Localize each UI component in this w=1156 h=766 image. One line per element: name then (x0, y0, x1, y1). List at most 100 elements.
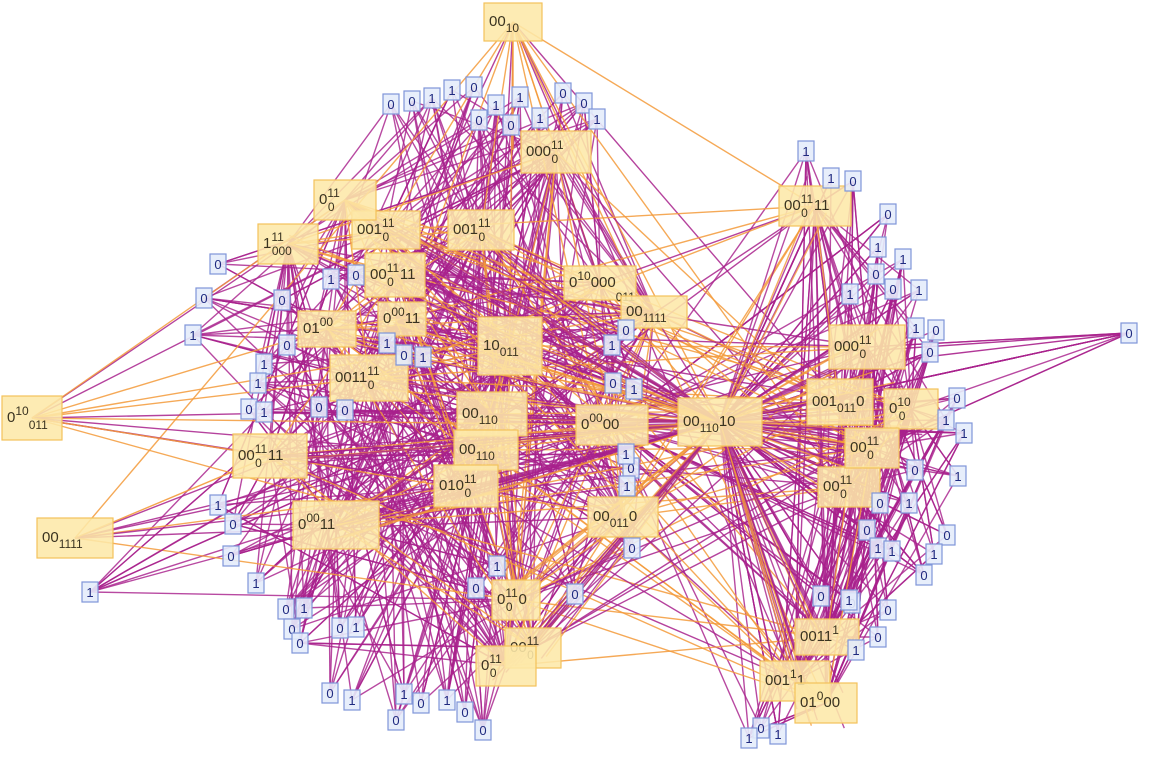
node-y22[interactable]: 00011 (292, 500, 380, 550)
node-bit[interactable]: 0 (240, 398, 258, 420)
node-bit[interactable]: 1 (949, 465, 967, 487)
node-bit[interactable]: 1 (184, 324, 202, 346)
node-y21[interactable]: 000110 (587, 496, 659, 538)
node-bit[interactable]: 1 (618, 475, 636, 497)
node-bit[interactable]: 1 (910, 279, 928, 301)
node-bit[interactable]: 0 (617, 319, 635, 341)
node-bit[interactable]: 0 (869, 626, 887, 648)
node-bit[interactable]: 0 (195, 287, 213, 309)
node-y14[interactable]: 00110 (453, 429, 519, 471)
node-bit[interactable]: 0 (867, 263, 885, 285)
node-bit[interactable]: 0 (321, 682, 339, 704)
node-bit[interactable]: 1 (937, 409, 955, 431)
node-y33[interactable]: 01000 (794, 682, 858, 724)
node-y15[interactable]: 00000 (575, 404, 649, 446)
node-y8[interactable]: 0100 (297, 310, 357, 348)
node-bit[interactable]: 1 (322, 268, 340, 290)
node-bit[interactable]: 0 (467, 577, 485, 599)
node-bit[interactable]: 1 (840, 589, 858, 611)
node-y16[interactable]: 0011010 (677, 397, 763, 447)
node-bit[interactable]: 0 (871, 492, 889, 514)
node-bit[interactable]: 0 (277, 598, 295, 620)
node-bit[interactable]: 1 (625, 378, 643, 400)
node-bit[interactable]: 0 (554, 82, 572, 104)
node-y12[interactable]: 10011 (477, 316, 543, 376)
node-bit[interactable]: 1 (378, 332, 396, 354)
node-bit[interactable]: 0 (412, 692, 430, 714)
node-bit[interactable]: 0 (948, 387, 966, 409)
node-bit[interactable]: 0 (502, 114, 520, 136)
node-y25[interactable]: 0010110 (806, 378, 874, 426)
node-bit[interactable]: 1 (797, 140, 815, 162)
node-bit[interactable]: 1 (603, 334, 621, 356)
node-bit[interactable]: 0 (938, 524, 956, 546)
node-bit[interactable]: 0 (310, 396, 328, 418)
node-bit[interactable]: 0 (906, 459, 924, 481)
node-bit[interactable]: 1 (883, 540, 901, 562)
node-bit[interactable]: 0 (858, 519, 876, 541)
node-bit[interactable]: 1 (438, 689, 456, 711)
node-bit[interactable]: 0 (470, 109, 488, 131)
node-bit[interactable]: 1 (769, 723, 787, 745)
node-bit[interactable]: 0 (387, 709, 405, 731)
node-bit[interactable]: 0 (273, 289, 291, 311)
node-bit[interactable]: 1 (511, 86, 529, 108)
node-bit[interactable]: 0 (927, 319, 945, 341)
node-bit[interactable]: 1 (255, 353, 273, 375)
node-bit[interactable]: 0 (395, 344, 413, 366)
node-bit[interactable]: 1 (443, 79, 461, 101)
node-bit[interactable]: 0 (884, 278, 902, 300)
node-bit[interactable]: 1 (81, 581, 99, 603)
node-bit[interactable]: 1 (247, 572, 265, 594)
node-bit[interactable]: 1 (395, 683, 413, 705)
node-bit[interactable]: 1 (531, 107, 549, 129)
node-bit[interactable]: 1 (255, 401, 273, 423)
node-bit[interactable]: 0 (456, 701, 474, 723)
node-bit[interactable]: 1 (955, 422, 973, 444)
node-y13[interactable]: 00110 (456, 391, 528, 437)
node-y9[interactable]: 00011 (377, 301, 427, 337)
node-bit[interactable]: 0 (604, 372, 622, 394)
node-bit[interactable]: 0 (575, 92, 593, 114)
node-bit[interactable]: 1 (900, 492, 918, 514)
node-bit[interactable]: 0 (921, 341, 939, 363)
node-bit[interactable]: 1 (925, 543, 943, 565)
node-bit[interactable]: 1 (423, 87, 441, 109)
node-bit[interactable]: 1 (414, 346, 432, 368)
node-bit[interactable]: 1 (295, 597, 313, 619)
node-bit[interactable]: 1 (209, 494, 227, 516)
node-bit[interactable]: 0 (347, 264, 365, 286)
node-bit[interactable]: 0 (403, 90, 421, 112)
node-y31[interactable]: 00111 (794, 618, 860, 656)
node-y1[interactable]: 0010 (483, 2, 543, 42)
node-bit[interactable]: 0 (844, 170, 862, 192)
node-bit[interactable]: 0 (915, 564, 933, 586)
node-bit[interactable]: 1 (822, 167, 840, 189)
node-bit[interactable]: 0 (222, 545, 240, 567)
node-bit[interactable]: 1 (841, 283, 859, 305)
node-bit[interactable]: 0 (566, 583, 584, 605)
node-bit[interactable]: 0 (382, 93, 400, 115)
node-bit[interactable]: 1 (617, 443, 635, 465)
node-bit[interactable]: 0 (465, 76, 483, 98)
node-bit[interactable]: 1 (847, 639, 865, 661)
node-bit[interactable]: 1 (343, 689, 361, 711)
node-bit[interactable]: 0 (291, 632, 309, 654)
node-bit[interactable]: 1 (249, 372, 267, 394)
node-bit[interactable]: 1 (588, 108, 606, 130)
node-bit[interactable]: 0 (812, 585, 830, 607)
